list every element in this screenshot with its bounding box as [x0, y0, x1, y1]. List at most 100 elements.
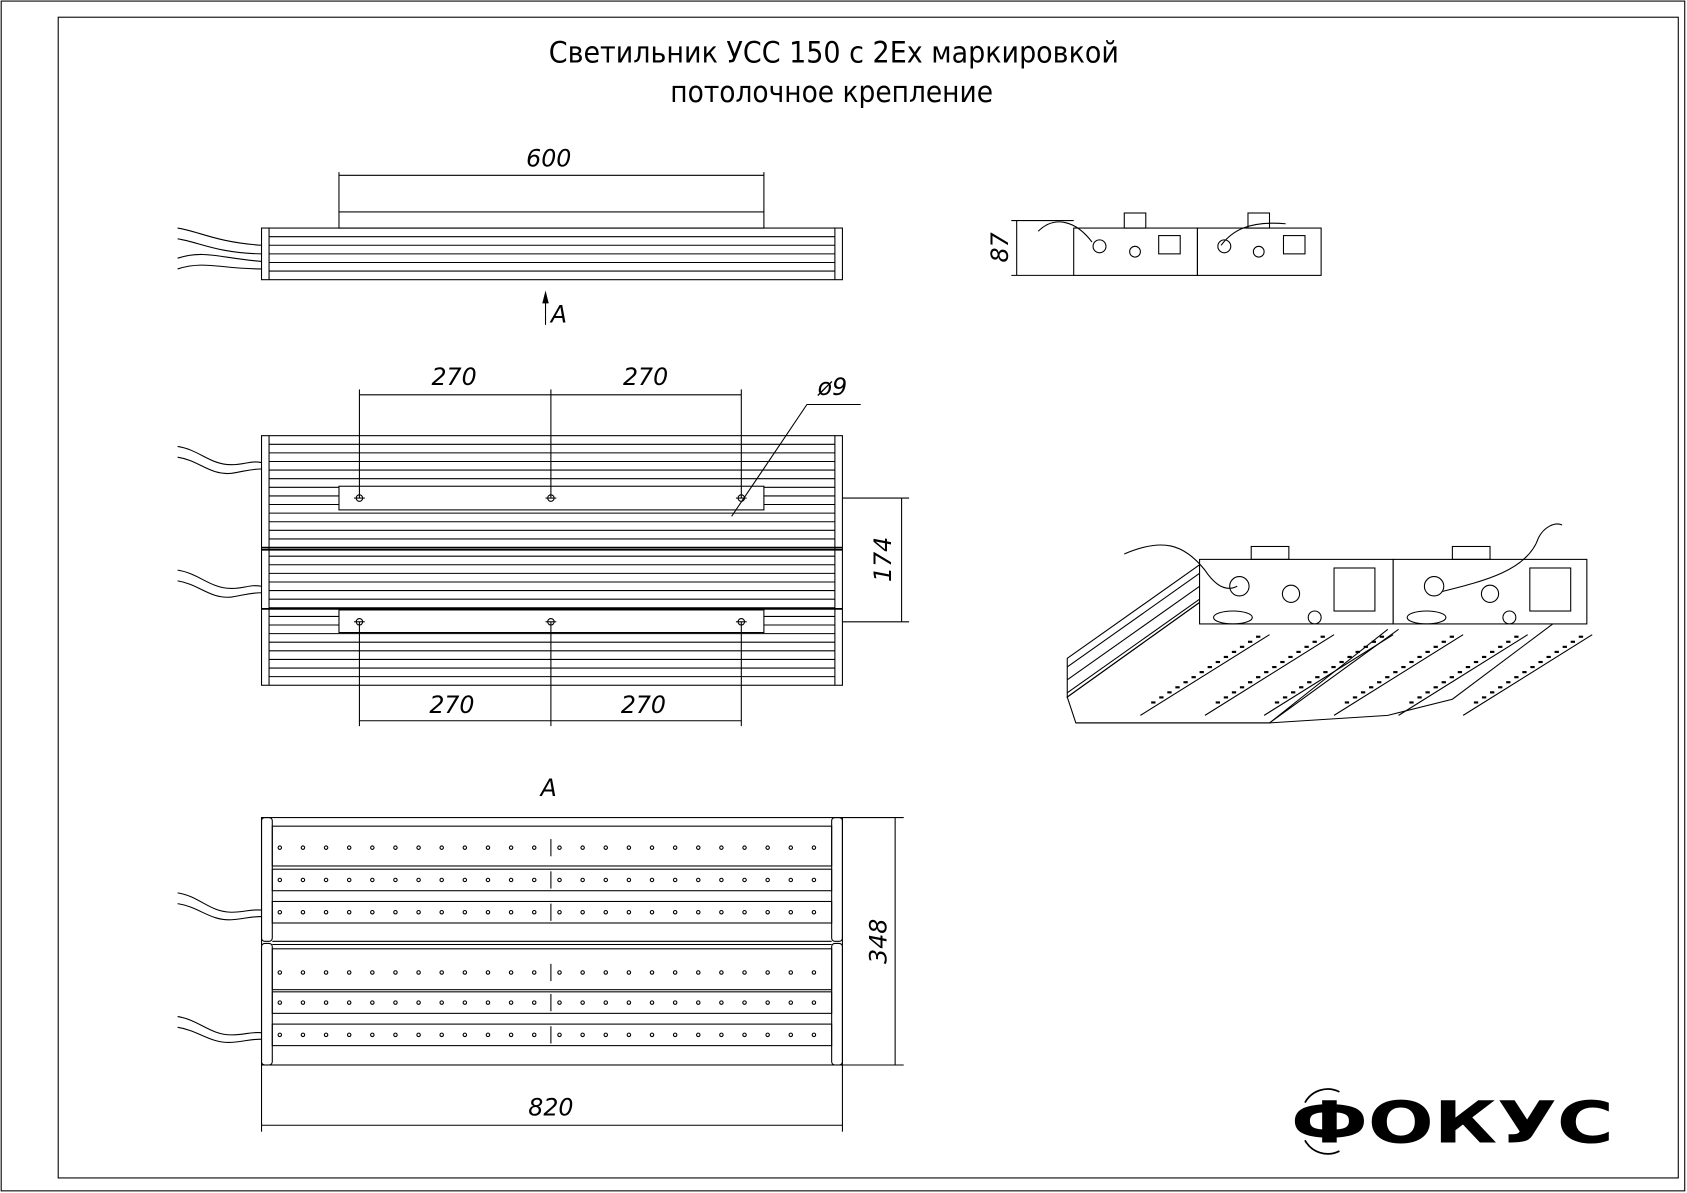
led	[300, 877, 306, 883]
led	[626, 1000, 632, 1005]
led	[626, 877, 632, 883]
led	[1355, 650, 1360, 653]
dim-348: 348	[865, 919, 893, 964]
led-strip	[1140, 634, 1270, 716]
dim-87: 87	[986, 232, 1014, 262]
led	[1304, 645, 1309, 648]
led	[1409, 701, 1414, 704]
dim-270-bottom-right: 270	[621, 691, 666, 719]
led	[531, 845, 537, 850]
led	[557, 877, 562, 883]
led	[1425, 650, 1430, 653]
led	[1530, 665, 1535, 669]
svg-text:ФОКУС: ФОКУС	[1291, 1088, 1614, 1156]
led	[439, 877, 444, 883]
led-strip	[271, 991, 833, 1014]
led	[557, 1032, 562, 1038]
led	[393, 909, 398, 915]
led	[765, 877, 770, 883]
led	[1377, 681, 1382, 684]
led	[603, 970, 609, 975]
led	[439, 909, 444, 915]
led	[485, 909, 491, 915]
led	[300, 970, 306, 975]
led	[1514, 676, 1519, 679]
led	[788, 1032, 794, 1038]
led	[439, 1000, 444, 1005]
isometric-view	[1066, 523, 1593, 724]
led	[1191, 676, 1196, 679]
led	[811, 845, 817, 850]
led	[1307, 681, 1312, 684]
led	[788, 845, 794, 850]
led	[1344, 701, 1350, 704]
led	[1207, 665, 1212, 669]
led	[603, 1000, 609, 1005]
plan-view: 270 270 270 270 174 ø9	[177, 363, 910, 727]
dim-270-bottom-left: 270	[429, 691, 474, 719]
led	[1247, 681, 1253, 684]
led	[672, 1032, 678, 1038]
led	[416, 970, 421, 975]
led	[1522, 671, 1527, 674]
led	[1183, 681, 1188, 684]
led	[1280, 660, 1285, 664]
led	[603, 1032, 609, 1038]
led	[277, 877, 283, 883]
led	[1498, 686, 1503, 689]
led	[1256, 676, 1261, 679]
led	[1199, 671, 1204, 674]
led	[811, 877, 817, 883]
led	[462, 909, 468, 915]
led	[580, 1032, 585, 1038]
led	[1239, 645, 1245, 648]
led	[1457, 671, 1463, 674]
led	[765, 845, 770, 850]
led	[508, 1032, 514, 1038]
led	[1554, 650, 1559, 653]
led	[672, 1000, 678, 1005]
led	[1256, 635, 1261, 638]
dim-174: 174	[869, 537, 897, 582]
view-a-label: A	[539, 774, 557, 802]
led	[1347, 655, 1352, 659]
led	[531, 1032, 537, 1038]
led	[788, 970, 794, 975]
led	[765, 970, 770, 975]
led-strip	[271, 825, 833, 867]
led	[696, 1032, 701, 1038]
led	[323, 1000, 329, 1005]
led	[300, 1032, 306, 1038]
led	[742, 1000, 747, 1005]
led	[742, 845, 747, 850]
led	[346, 970, 352, 975]
led	[1473, 660, 1479, 664]
led	[719, 1000, 724, 1005]
title-line-2: потолочное крепление	[670, 75, 993, 109]
led	[1409, 660, 1414, 664]
led	[1417, 655, 1422, 659]
focus-logo: ФОКУС	[1291, 1088, 1614, 1156]
led	[1441, 640, 1446, 643]
led	[1296, 650, 1301, 653]
led	[719, 970, 724, 975]
led	[277, 970, 283, 975]
led	[1299, 686, 1304, 689]
led	[742, 909, 747, 915]
led	[1369, 686, 1374, 689]
led	[370, 845, 375, 850]
led	[811, 1032, 817, 1038]
led	[557, 1000, 562, 1005]
led	[765, 1032, 770, 1038]
led	[323, 845, 329, 850]
led	[1223, 655, 1229, 659]
led	[531, 877, 537, 883]
led	[1401, 665, 1406, 669]
led-strip	[1204, 634, 1335, 716]
led	[742, 877, 747, 883]
led	[508, 1000, 514, 1005]
led	[1288, 655, 1293, 659]
led	[393, 877, 398, 883]
dim-270-top-left: 270	[432, 363, 477, 391]
